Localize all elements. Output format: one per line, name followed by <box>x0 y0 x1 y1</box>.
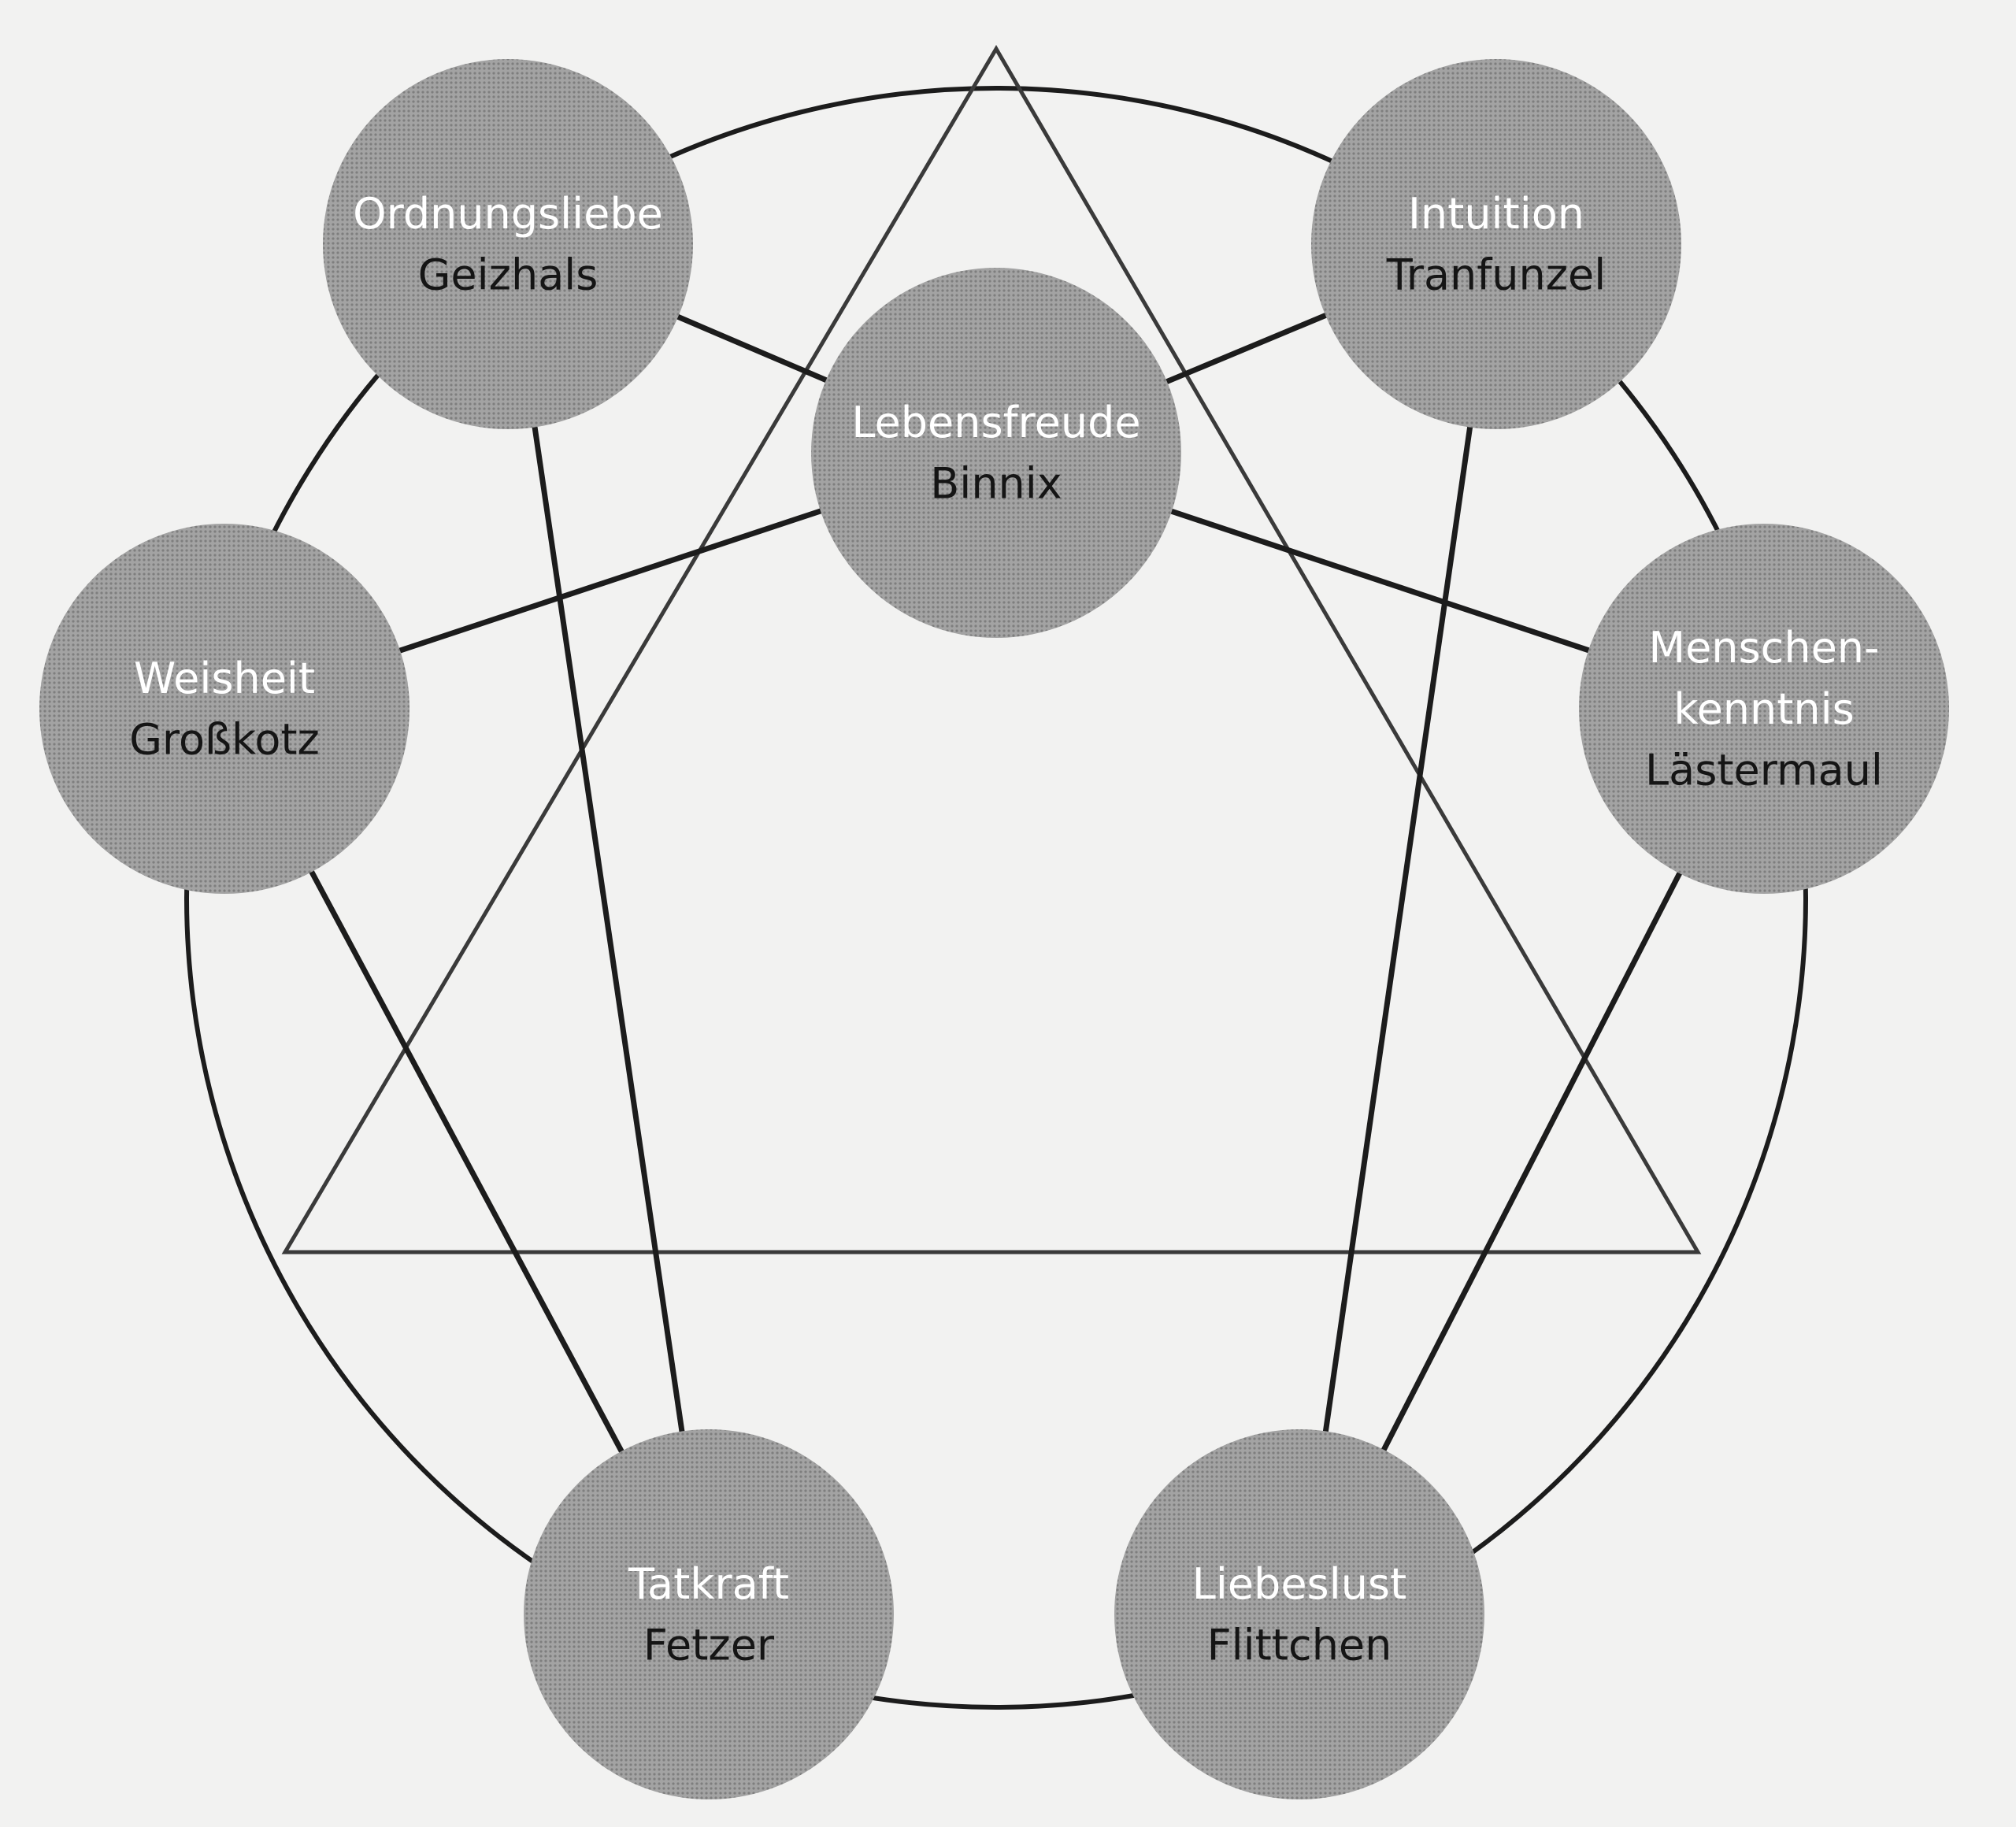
node-virtue-label: Menschen-kenntnis <box>1648 623 1879 734</box>
node-vice-label: Großkotz <box>129 715 320 765</box>
node-vice-label: Tranfunzel <box>1386 250 1606 300</box>
node-virtue-label: Intuition <box>1408 189 1584 239</box>
outer-ring <box>184 86 1808 1710</box>
node-circle-liebeslust <box>1114 1429 1484 1799</box>
node-vice-label: Binnix <box>930 459 1062 509</box>
node-vice-label: Lästermaul <box>1645 746 1883 795</box>
node-vice-label: Geizhals <box>418 250 598 300</box>
node-virtue-label: Lebensfreude <box>851 398 1140 447</box>
node-circle-intuition <box>1311 59 1681 429</box>
node-virtue-label: Ordnungsliebe <box>353 189 663 239</box>
node-circle-tatkraft <box>524 1429 894 1799</box>
node-vice-label: Flittchen <box>1207 1621 1392 1670</box>
node-circle-ordnungsliebe <box>323 59 693 429</box>
connection-ordnungsliebe-tatkraft <box>505 243 712 1615</box>
node-virtue-label: Liebeslust <box>1192 1559 1406 1609</box>
inner-triangle <box>281 45 1702 1254</box>
node-virtue-label: Tatkraft <box>628 1559 789 1609</box>
node-virtue-label: Weisheit <box>134 654 315 703</box>
connection-intuition-liebeslust <box>1296 243 1499 1615</box>
node-circle-menschenkenntnis <box>1579 524 1949 894</box>
node-circle-lebensfreude <box>811 268 1181 638</box>
node-vice-label: Fetzer <box>643 1621 775 1670</box>
node-circle-weisheit <box>39 524 410 894</box>
